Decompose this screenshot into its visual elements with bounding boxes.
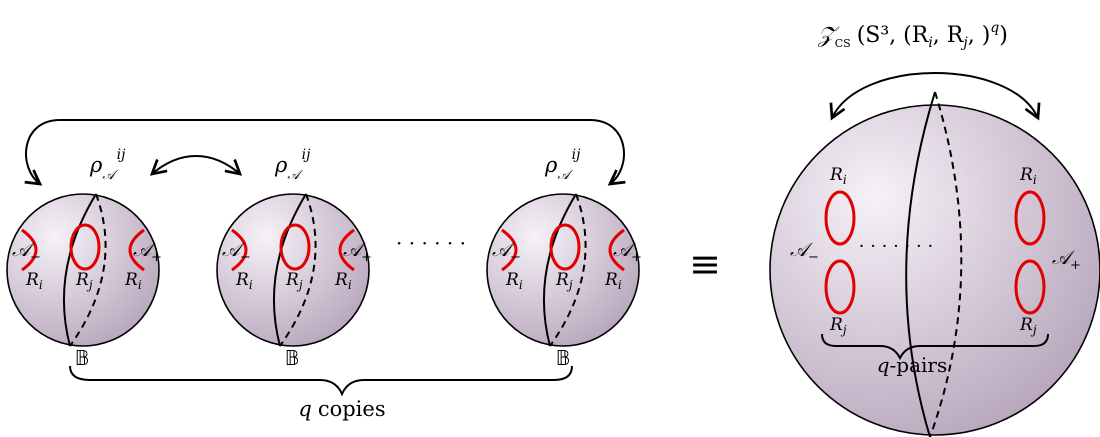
ball-3: 𝒜− 𝒜+ Ri Rj Ri ρ𝒜ij 𝔹 <box>486 147 642 370</box>
ball-3-ring-center <box>549 223 581 271</box>
ball-1-rho: ρ𝒜ij <box>89 147 126 183</box>
copies-brace <box>69 365 573 397</box>
equivalence-symbol: ≡ <box>689 242 721 286</box>
big-sphere-back-meridian <box>929 91 963 437</box>
big-r-j-right: Rj <box>1019 315 1037 337</box>
big-ring-bottom-right <box>1014 259 1046 315</box>
big-r-i-left: Ri <box>829 165 847 187</box>
big-ring-top-left <box>824 190 856 246</box>
ball-1-r-i-left: Ri <box>25 270 43 292</box>
ball-3-r-i-left: Ri <box>505 270 523 292</box>
big-sphere-dots: · · · · · · · <box>859 236 933 257</box>
ball-2: 𝒜− 𝒜+ Ri Rj Ri ρ𝒜ij 𝔹 <box>216 147 372 370</box>
ball-2-r-i-right: Ri <box>334 270 352 292</box>
ellipsis-dots: · · · · · · <box>396 231 466 255</box>
partition-function-label: 𝒵CS(S³, (Ri, Rj, )q) <box>817 20 1008 51</box>
big-sphere-gluing-arrow <box>829 72 1041 121</box>
ball-1: 𝒜− 𝒜+ Ri Rj Ri ρ𝒜ij 𝔹 <box>6 147 162 370</box>
ball-1-r-j: Rj <box>75 270 93 292</box>
pairs-brace <box>821 333 1049 361</box>
ball-1-ring-right <box>128 228 145 272</box>
ball-2-ring-center <box>279 223 311 271</box>
ball-2-b-symbol: 𝔹 <box>285 346 300 370</box>
big-sphere: Ri Ri Rj Rj 𝒜− 𝒜+ · · · · · · · q-pairs <box>769 91 1100 437</box>
big-r-i-right: Ri <box>1019 165 1037 187</box>
inner-gluing-arrow <box>149 155 243 176</box>
ball-1-ring-center <box>69 223 101 271</box>
ball-3-rho: ρ𝒜ij <box>544 147 581 183</box>
ball-1-b-symbol: 𝔹 <box>75 346 90 370</box>
ball-2-rho: ρ𝒜ij <box>274 147 311 183</box>
big-r-j-left: Rj <box>829 315 847 337</box>
ball-2-back-meridian <box>279 193 317 347</box>
ball-3-r-i-right: Ri <box>604 270 622 292</box>
big-sphere-front-meridian <box>905 91 936 437</box>
ball-3-r-j: Rj <box>555 270 573 292</box>
ball-3-ring-right <box>608 228 625 272</box>
ball-3-b-symbol: 𝔹 <box>556 346 571 370</box>
big-ring-top-right <box>1014 190 1046 246</box>
ball-1-ring-left <box>21 228 38 272</box>
ball-3-front-meridian <box>542 193 577 347</box>
ball-3-back-meridian <box>549 193 587 347</box>
ball-2-ring-left <box>231 228 248 272</box>
ball-2-ring-right <box>338 228 355 272</box>
ball-1-r-i-right: Ri <box>124 270 142 292</box>
ball-2-r-j: Rj <box>285 270 303 292</box>
outer-gluing-arrow <box>24 119 626 186</box>
ball-3-ring-left <box>501 228 518 272</box>
big-ring-bottom-left <box>824 259 856 315</box>
ball-1-back-meridian <box>69 193 107 347</box>
ball-2-r-i-left: Ri <box>235 270 253 292</box>
ball-1-front-meridian <box>62 193 97 347</box>
pairs-label: q-pairs <box>877 353 948 377</box>
big-sphere-body <box>769 104 1100 436</box>
ball-2-front-meridian <box>272 193 307 347</box>
